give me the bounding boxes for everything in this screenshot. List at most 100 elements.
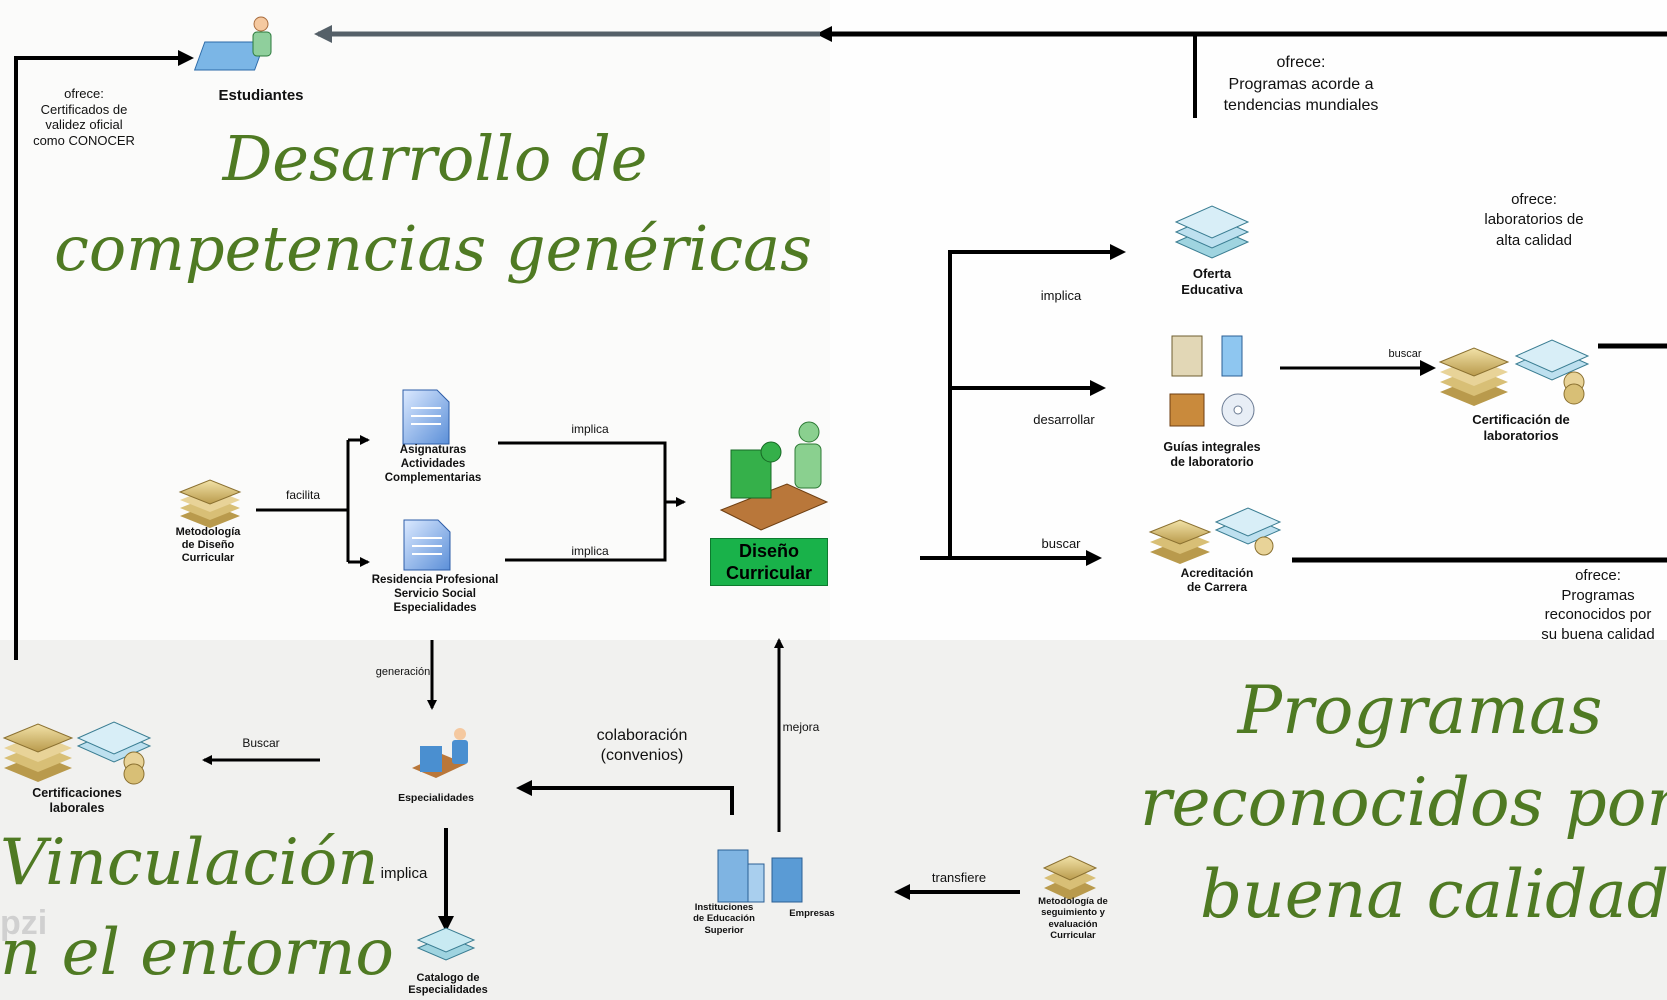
node-line: Especialidades <box>408 984 488 997</box>
title-desarrollo-line1: Desarrollo de <box>222 122 648 195</box>
label-line: su buena calidad <box>1541 625 1655 643</box>
node-line: Metodología <box>175 526 241 538</box>
node-line: Guías integrales <box>1163 440 1261 454</box>
title-vinculacion-line2: n el entorno <box>0 916 394 990</box>
node-line: Residencia Profesional <box>371 574 499 586</box>
node-instituciones: Instituciones de Educación Superior <box>686 902 762 936</box>
node-line: Diseño <box>738 541 799 561</box>
node-estudiantes: Estudiantes <box>218 87 304 104</box>
label-line: alta calidad <box>1496 231 1572 249</box>
certificate-icon <box>76 721 152 785</box>
node-line: de Carrera <box>1186 580 1248 595</box>
label-ofrece-laboratorios: ofrece: laboratorios de alta calidad <box>1460 190 1608 251</box>
book-stack-icon <box>1042 855 1098 900</box>
node-line: laborales <box>49 801 105 815</box>
label-line: Certificados de <box>40 101 128 117</box>
watermark: pzi <box>0 904 48 942</box>
label-line: tendencias mundiales <box>1223 97 1379 115</box>
node-line: Curricular <box>725 562 813 583</box>
label-mejora: mejora <box>782 720 820 734</box>
document-icon <box>402 389 450 445</box>
label-line: laboratorios de <box>1484 211 1584 229</box>
node-line: Educativa <box>1181 281 1243 297</box>
panel-bottom <box>0 640 1667 1000</box>
node-line: Curricular <box>181 552 235 565</box>
label-line: Programas acorde a <box>1228 75 1374 93</box>
label-line: ofrece: <box>64 86 104 101</box>
node-guias-integrales: Guías integrales de laboratorio <box>1148 440 1276 470</box>
node-line: de Educación <box>693 913 755 925</box>
node-line: Especialidades <box>393 601 477 614</box>
label-desarrollar: desarrollar <box>1033 412 1095 427</box>
label-line: (convenios) <box>600 747 684 764</box>
node-diseno-curricular: Diseño Curricular <box>710 538 828 586</box>
label-facilita: facilita <box>285 488 320 502</box>
colaboracion-arrow <box>516 780 734 815</box>
node-metodologia-seguimiento: Metodología de seguimiento y evaluación … <box>1030 896 1116 942</box>
node-line: Catalogo de <box>416 972 480 984</box>
box-and-disc-icon <box>1169 393 1255 427</box>
certificate-icon <box>1514 339 1590 405</box>
book-stack-icon <box>1438 347 1510 406</box>
node-line: Asignaturas <box>399 444 467 456</box>
title-programas-line3: buena calidad <box>1200 856 1667 933</box>
node-line: Curricular <box>1050 930 1096 942</box>
book-stack-icon <box>2 723 74 782</box>
node-oferta-educativa: Oferta Educativa <box>1160 266 1264 297</box>
title-programas-line1: Programas <box>1237 672 1603 749</box>
node-line: Acreditación <box>1180 566 1254 580</box>
curriculum-design-icon <box>719 421 829 531</box>
label-buscar-left: Buscar <box>242 736 280 750</box>
node-asignaturas: Asignaturas Actividades Complementarias <box>370 444 496 485</box>
title-programas-line2: reconocidos por <box>1140 764 1667 841</box>
label-colaboracion: colaboración (convenios) <box>578 726 706 766</box>
node-especialidades: Especialidades <box>398 792 474 804</box>
node-catalogo: Catalogo de Especialidades <box>398 972 498 996</box>
node-line: de Diseño <box>181 539 235 552</box>
label-line: ofrece: <box>1276 54 1326 71</box>
label-buscar-lab: buscar <box>1388 348 1422 360</box>
label-buscar-right: buscar <box>1041 536 1081 551</box>
node-line: Complementarias <box>384 471 482 484</box>
node-line: Servicio Social <box>394 587 476 600</box>
label-line: reconocidos por <box>1544 606 1652 623</box>
left-arrow-estudiantes <box>14 50 194 660</box>
title-vinculacion-line1: Vinculación <box>0 826 379 900</box>
label-line: como CONOCER <box>33 132 135 148</box>
label-ofrece-reconocidos: ofrece: Programas reconocidos por su bue… <box>1520 566 1667 644</box>
book-stack-icon <box>1148 519 1212 564</box>
label-implica-mid: implica <box>571 544 609 558</box>
certificate-icon <box>1214 507 1282 556</box>
node-line: Certificaciones <box>32 786 122 800</box>
node-certificacion-laboratorios: Certificación de laboratorios <box>1456 412 1586 443</box>
node-line: laboratorios <box>1483 427 1559 443</box>
student-icon <box>193 16 272 71</box>
node-metodologia-diseno: Metodología de Diseño Curricular <box>160 526 256 566</box>
label-ofrece-programas-acorde: ofrece: Programas acorde a tendencias mu… <box>1196 52 1406 117</box>
label-line: ofrece: <box>1575 567 1621 584</box>
label-line: colaboración <box>596 727 688 744</box>
node-line: Metodología de <box>1038 896 1108 907</box>
document-icon <box>403 519 451 571</box>
node-line: Instituciones <box>694 902 754 913</box>
node-line: Certificación de <box>1472 412 1570 427</box>
book-stack-icon <box>178 479 242 528</box>
buildings-icon <box>717 849 803 903</box>
label-implica-right: implica <box>1040 288 1082 303</box>
label-line: Programas <box>1561 586 1635 604</box>
node-line: evaluación <box>1048 918 1098 930</box>
node-line: Oferta <box>1192 266 1232 281</box>
label-generacion: generación <box>375 666 431 678</box>
node-line: Actividades <box>400 457 466 470</box>
node-line: de laboratorio <box>1170 455 1254 469</box>
node-certificaciones-laborales: Certificaciones laborales <box>18 786 136 816</box>
node-line: Superior <box>704 924 744 936</box>
node-line: seguimiento y <box>1041 907 1105 919</box>
catalog-icon <box>1174 205 1250 259</box>
specialties-icon <box>412 728 468 778</box>
node-empresas: Empresas <box>789 908 835 919</box>
node-residencia: Residencia Profesional Servicio Social E… <box>360 574 510 615</box>
title-desarrollo-line2: competencias genéricas <box>54 212 812 285</box>
label-ofrece-certificados: ofrece: Certificados de validez oficial … <box>22 86 146 148</box>
label-transfiere: transfiere <box>931 870 987 885</box>
